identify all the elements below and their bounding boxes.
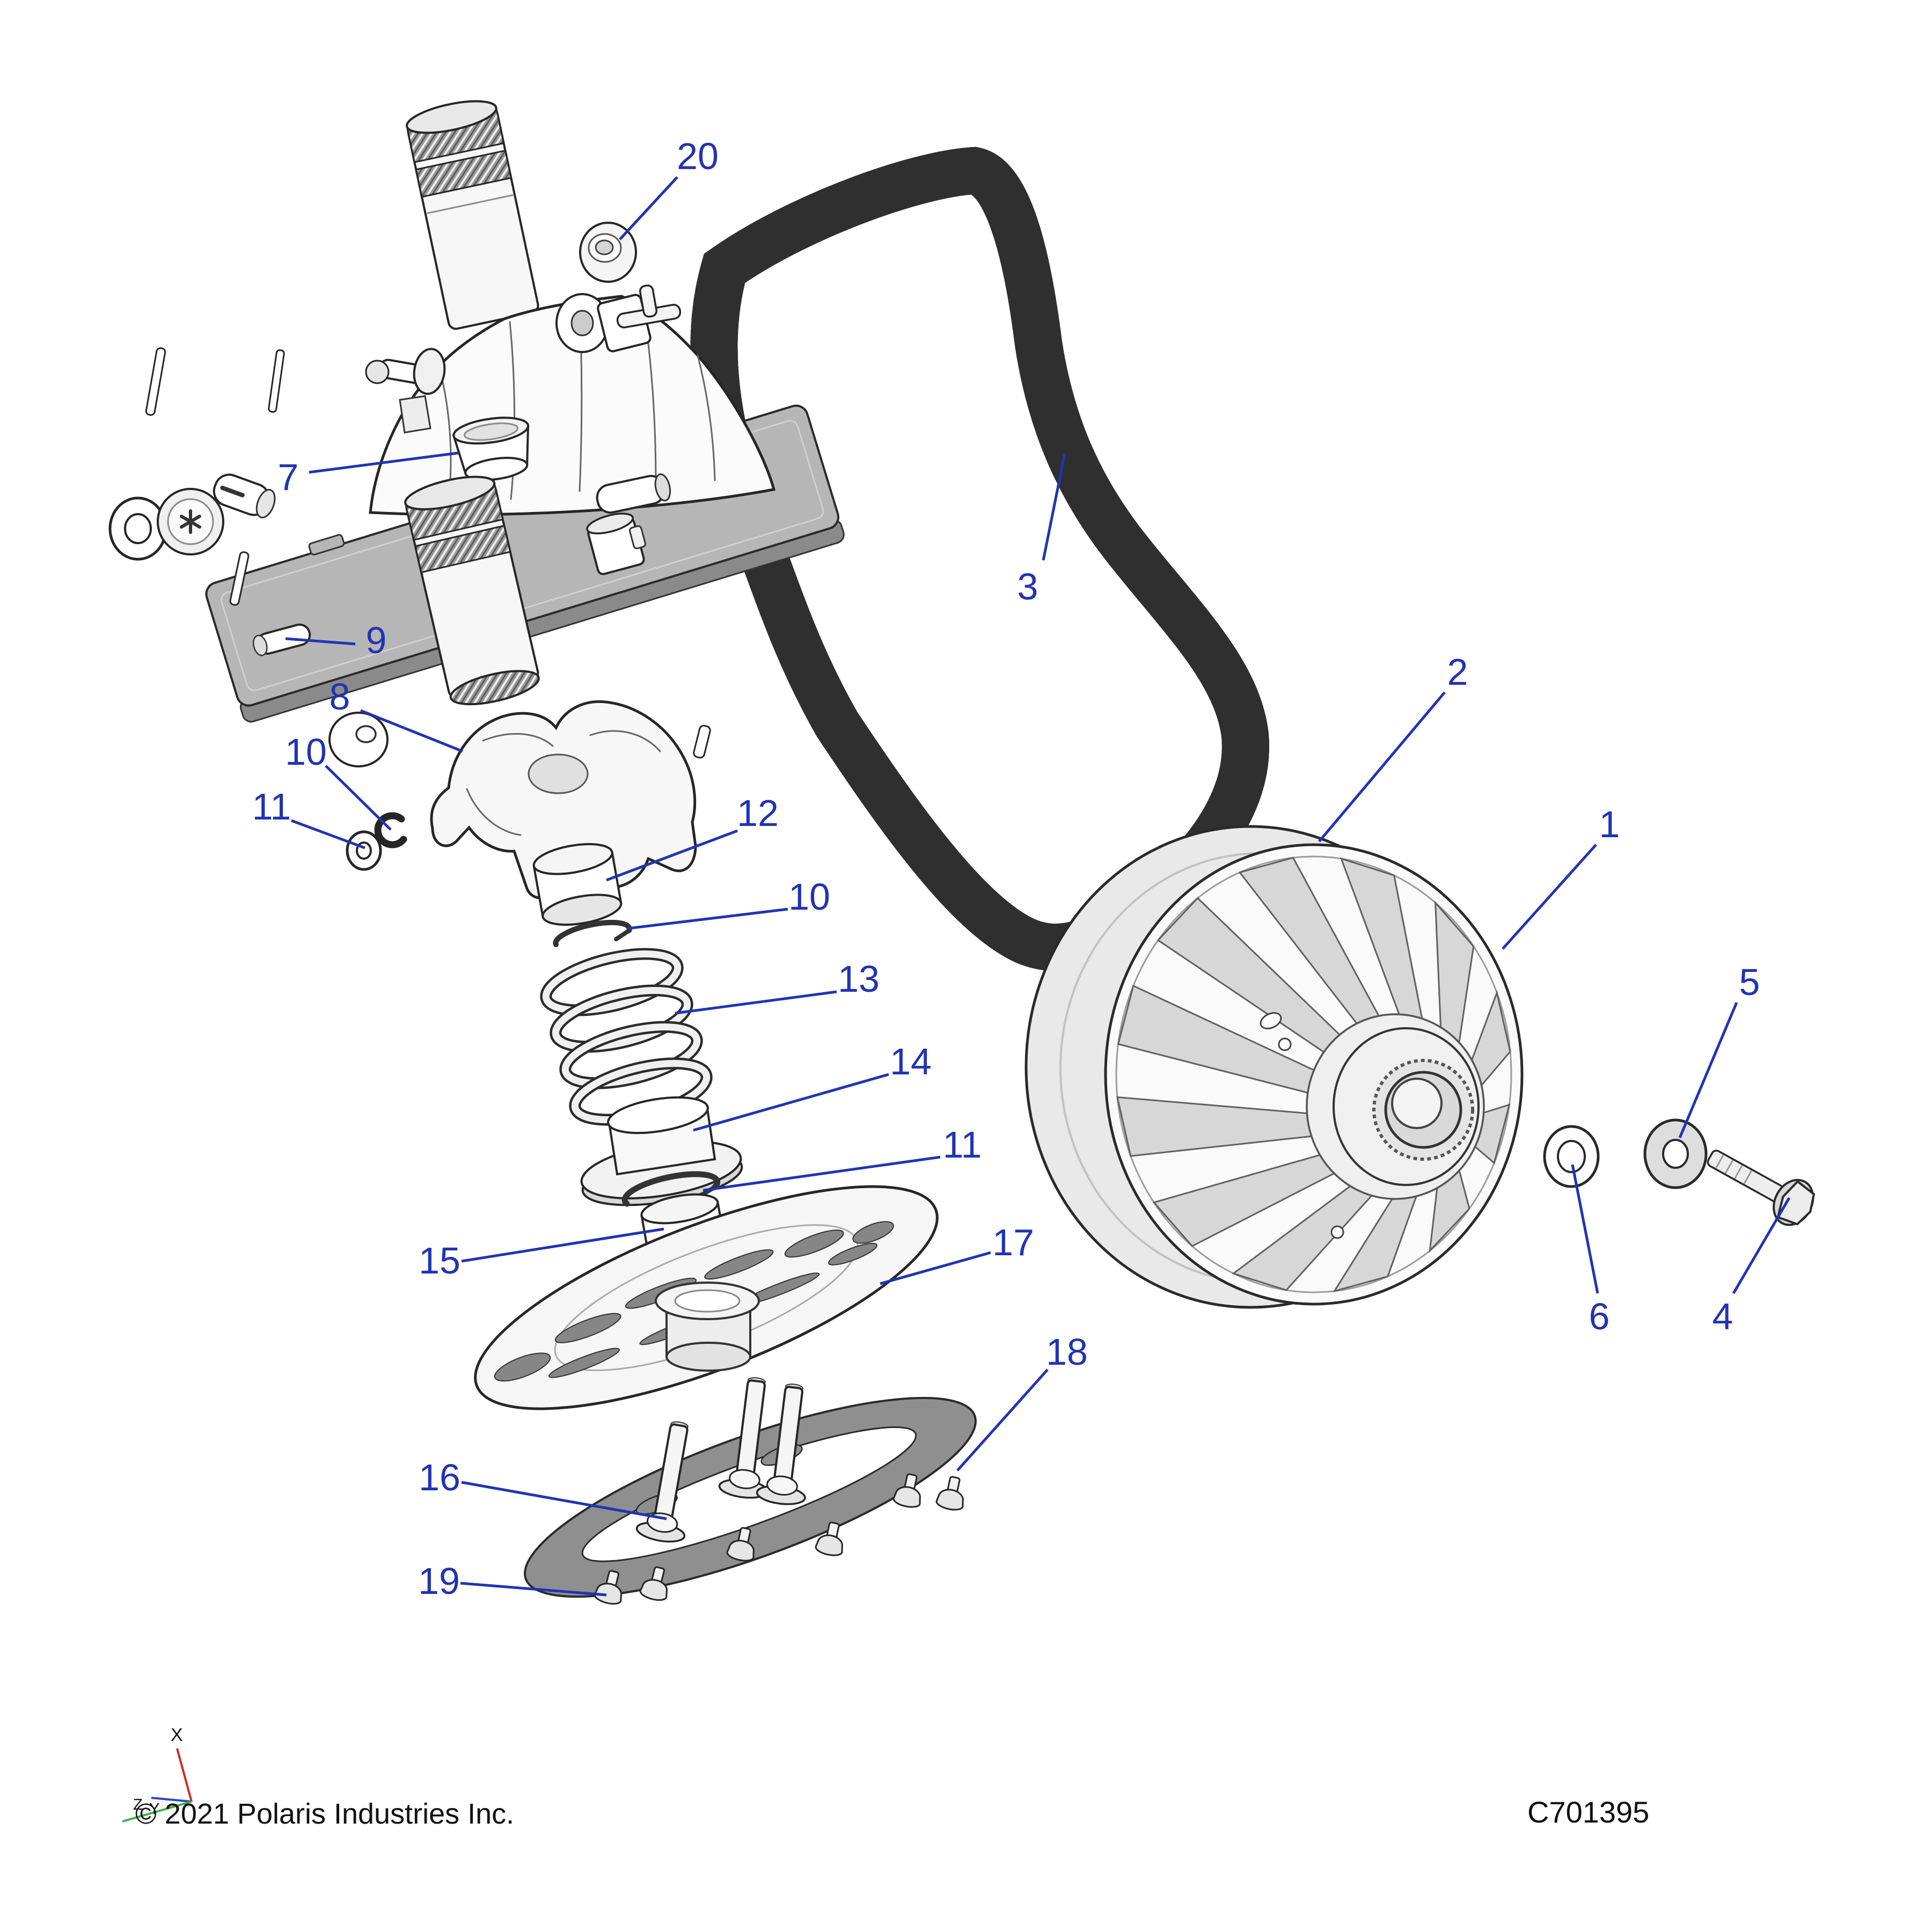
bolt-4 [1707, 1150, 1816, 1226]
callout-leader-9 [285, 637, 356, 646]
spider-stack [229, 475, 743, 1263]
callout-leader-8 [360, 709, 463, 753]
fan-cover-plate-17 [474, 1185, 939, 1410]
small-roller [596, 473, 671, 514]
one-way-roller-tube [404, 475, 540, 706]
torx-bolt [157, 488, 224, 555]
callout-leader-11 [702, 1155, 941, 1192]
axis-y-label: Y [149, 1801, 159, 1818]
axis-x-line [176, 1748, 193, 1802]
callout-11: 11 [943, 1124, 982, 1166]
callout-leader-17 [880, 1251, 991, 1285]
callout-leader-19 [460, 1582, 607, 1597]
callout-leader-18 [956, 1368, 1049, 1472]
primary-cover-assembly [108, 100, 845, 723]
callout-leader-20 [619, 176, 678, 240]
e-clip-10 [374, 812, 407, 848]
callout-leader-7 [309, 451, 459, 474]
web-hole [1260, 1012, 1282, 1030]
callout-6: 6 [1589, 1296, 1610, 1337]
copyright-text: © 2021 Polaris Industries Inc. [135, 1798, 514, 1830]
knurl-band [415, 149, 513, 198]
callout-leader-6 [1571, 1164, 1599, 1294]
callout-16: 16 [419, 1457, 460, 1498]
washer-11 [346, 830, 382, 871]
callout-leader-16 [461, 1481, 667, 1520]
torx-star-icon [180, 509, 201, 534]
callout-8: 8 [330, 676, 350, 718]
web-hole [1278, 1037, 1292, 1051]
axis-z-line [151, 1797, 192, 1803]
callout-5: 5 [1739, 961, 1760, 1003]
bushing-7 [452, 416, 530, 481]
spring-retainer-14 [580, 1096, 743, 1206]
callout-4: 4 [1713, 1296, 1733, 1337]
belt-teeth [714, 171, 1246, 947]
callout-leader-2 [1318, 691, 1446, 843]
thin-pin [693, 724, 711, 759]
callout-leader-13 [675, 990, 837, 1015]
drawing-code: C701395 [1527, 1795, 1649, 1829]
callout-10: 10 [285, 731, 327, 773]
axis-x-label: X [171, 1725, 183, 1745]
clevis-pin [365, 348, 446, 434]
callout-leader-11 [291, 819, 365, 850]
thin-pin [145, 347, 166, 416]
washer-5 [1643, 1118, 1708, 1189]
washer-6 [1543, 1125, 1600, 1188]
roller-pin-assembly [555, 284, 682, 353]
slotted-pin [213, 473, 276, 518]
clutch-spring-13 [540, 948, 713, 1126]
callout-2: 2 [1447, 651, 1468, 693]
axis-triad: X Z Y [122, 1725, 193, 1823]
callout-leader-5 [1678, 1002, 1738, 1138]
callout-14: 14 [890, 1041, 932, 1082]
web-hole [1330, 1225, 1344, 1239]
callout-19: 19 [418, 1560, 460, 1602]
knurl-band [414, 524, 511, 574]
driven-clutch [1024, 825, 1524, 1309]
driven-clutch-hub [1333, 1027, 1480, 1186]
thin-pin [229, 551, 250, 606]
screw-19 [934, 1474, 969, 1513]
retaining-ring-10 [553, 919, 632, 947]
drive-belt [690, 147, 1269, 971]
sleeve-bushing [586, 513, 646, 575]
thin-pin [268, 349, 285, 413]
axis-z-label: Z [133, 1796, 143, 1813]
callout-15: 15 [419, 1240, 460, 1282]
callout-leader-10 [325, 765, 392, 831]
callout-20: 20 [677, 135, 719, 177]
callout-leader-15 [461, 1227, 664, 1263]
axis-y-line [122, 1801, 192, 1823]
callout-leader-4 [1732, 1197, 1791, 1294]
callout-leader-1 [1502, 844, 1597, 950]
callout-18: 18 [1046, 1331, 1088, 1373]
callout-7: 7 [278, 456, 299, 498]
roller-12 [532, 843, 623, 926]
callout-leader-10 [627, 908, 788, 930]
pin-9 [252, 623, 311, 656]
callout-12: 12 [737, 792, 779, 834]
cover-shaft-tube [406, 100, 539, 330]
callout-10: 10 [788, 876, 830, 918]
callout-13: 13 [838, 958, 880, 1000]
bolt-hex-head [1776, 1180, 1816, 1226]
callout-1: 1 [1599, 803, 1620, 845]
spider-8 [430, 700, 697, 899]
belt-outline [690, 147, 1269, 971]
callout-9: 9 [366, 619, 387, 661]
callout-leader-14 [693, 1073, 889, 1132]
callout-leader-3 [1042, 453, 1066, 561]
callout-11: 11 [252, 786, 291, 828]
callout-17: 17 [992, 1221, 1034, 1263]
offset-washer [328, 712, 389, 767]
callout-leader-12 [606, 829, 738, 882]
callout-3: 3 [1018, 566, 1038, 608]
